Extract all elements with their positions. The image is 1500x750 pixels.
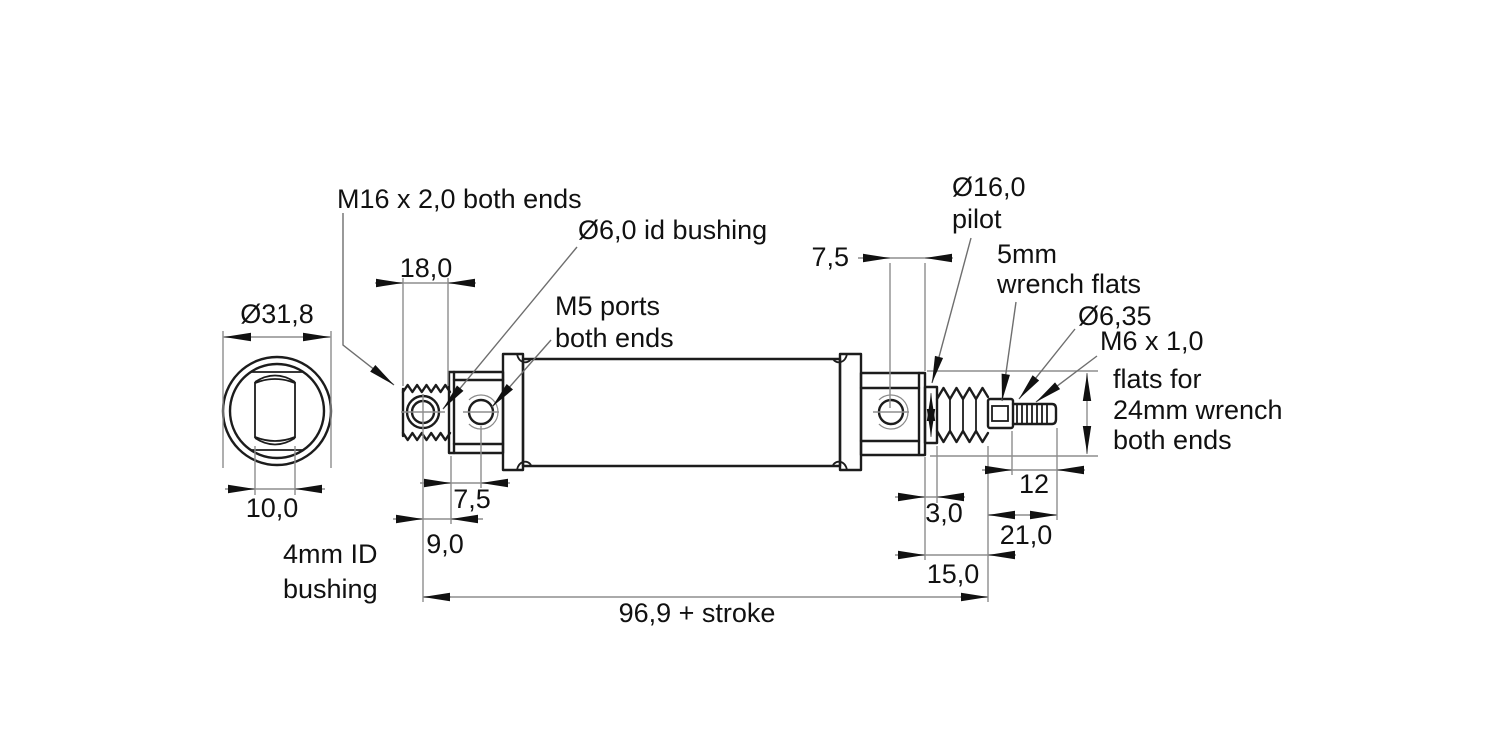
label-pilot-1: Ø16,0 bbox=[952, 172, 1026, 202]
part-crimp-notches bbox=[516, 353, 848, 471]
dim-end-view-flats: 10,0 bbox=[225, 446, 325, 523]
part-pilot-ring bbox=[923, 385, 939, 445]
part-right-thread-m16 bbox=[935, 386, 990, 444]
label-cap-flats-2: 24mm wrench bbox=[1113, 395, 1283, 425]
caption-line2: bushing bbox=[283, 574, 378, 604]
label-m5-ports-2: both ends bbox=[555, 323, 674, 353]
end-view-outer-circle bbox=[221, 355, 333, 467]
part-wrench-flat-block bbox=[986, 397, 1015, 430]
dim-label-18: 18,0 bbox=[400, 253, 453, 283]
dim-left-port-offset: 7,5 bbox=[420, 426, 510, 524]
end-view-caption: 4mm ID bushing bbox=[283, 539, 378, 604]
dim-label-969: 96,9 + stroke bbox=[619, 598, 776, 628]
callout-cap-flats: flats for 24mm wrench both ends bbox=[1113, 364, 1283, 455]
dim-rod-thread-length: 12 bbox=[982, 428, 1085, 520]
dim-label-30: 3,0 bbox=[925, 498, 963, 528]
label-cap-flats-1: flats for bbox=[1113, 364, 1202, 394]
dim-label-od: Ø31,8 bbox=[240, 299, 314, 329]
label-m16-thread: M16 x 2,0 both ends bbox=[337, 184, 582, 214]
end-view-rod-flats bbox=[254, 374, 296, 446]
part-barrel bbox=[521, 357, 842, 468]
end-view-inner-circle bbox=[228, 362, 326, 460]
dim-right-port-offset: 7,5 bbox=[811, 242, 953, 408]
dim-rod-extension: 21,0 bbox=[988, 510, 1057, 550]
dim-cap-flats-vertical bbox=[927, 370, 1098, 457]
label-5mm-2: wrench flats bbox=[996, 269, 1141, 299]
callout-left-thread: M16 x 2,0 both ends bbox=[337, 184, 582, 386]
dim-end-view-od: Ø31,8 bbox=[222, 299, 332, 468]
dim-label-75-right: 7,5 bbox=[811, 242, 849, 272]
dim-pilot-length: 3,0 bbox=[895, 446, 965, 560]
label-cap-flats-3: both ends bbox=[1113, 425, 1232, 455]
part-rod-thread-m6 bbox=[1011, 402, 1058, 426]
dim-label-150: 15,0 bbox=[927, 559, 980, 589]
callout-pilot: Ø16,0 pilot bbox=[931, 172, 1026, 384]
end-view: Ø31,8 10,0 4mm ID bushing bbox=[221, 299, 378, 604]
callout-rod-diameter: Ø6,35 bbox=[1018, 301, 1152, 400]
dim-label-75-left: 7,5 bbox=[453, 484, 491, 514]
part-left-collar bbox=[501, 352, 525, 472]
dim-label-90: 9,0 bbox=[426, 529, 464, 559]
callout-5mm-wrench-flats: 5mm wrench flats bbox=[996, 239, 1141, 402]
dim-left-thread-length: 18,0 bbox=[375, 253, 476, 386]
dim-label-12: 12 bbox=[1019, 469, 1049, 499]
dim-label-flats: 10,0 bbox=[246, 493, 299, 523]
caption-line1: 4mm ID bbox=[283, 539, 378, 569]
callout-m5-ports: M5 ports both ends bbox=[491, 291, 674, 408]
label-rod-bushing: Ø6,0 id bushing bbox=[578, 215, 767, 245]
part-left-end-cap bbox=[447, 370, 505, 455]
dim-bushing-offset: 9,0 bbox=[393, 514, 483, 559]
label-m6-thread: M6 x 1,0 bbox=[1100, 326, 1204, 356]
dim-body-length: 96,9 + stroke bbox=[422, 394, 989, 628]
dim-nose-length: 15,0 bbox=[895, 550, 1016, 589]
label-5mm-1: 5mm bbox=[997, 239, 1057, 269]
callout-rod-bushing: Ø6,0 id bushing bbox=[442, 215, 767, 410]
part-right-end-cap bbox=[859, 371, 927, 457]
label-m5-ports-1: M5 ports bbox=[555, 291, 660, 321]
callout-m6-thread: M6 x 1,0 bbox=[1035, 326, 1204, 403]
dim-label-210: 21,0 bbox=[1000, 520, 1053, 550]
label-pilot-2: pilot bbox=[952, 204, 1002, 234]
label-rod-dia: Ø6,35 bbox=[1078, 301, 1152, 331]
part-right-collar bbox=[838, 352, 863, 472]
